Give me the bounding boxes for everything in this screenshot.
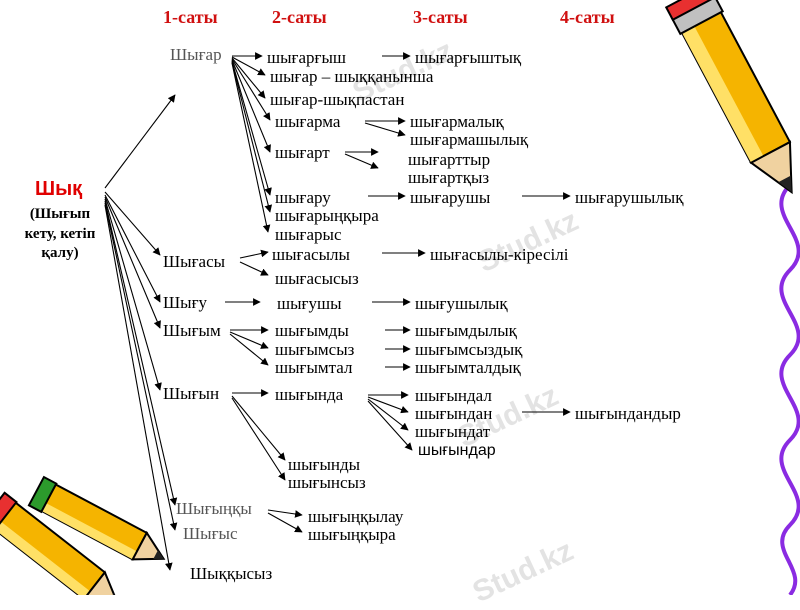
- arrow: [231, 61, 273, 213]
- pencil-icon: [664, 0, 793, 195]
- arrow: [231, 56, 266, 76]
- level2-word: шығасылы: [272, 245, 350, 264]
- header-level-1: 1-саты: [163, 7, 218, 27]
- level3-word: шығарттыр: [408, 150, 491, 169]
- wavy-line-decoration: [779, 183, 800, 595]
- level1-word: Шығым: [163, 321, 221, 340]
- level3-word: шығарғыштық: [415, 48, 522, 67]
- level1-word: Шығу: [163, 293, 208, 312]
- arrow: [231, 57, 266, 99]
- root-word: Шық: [35, 178, 83, 200]
- arrow: [104, 196, 161, 329]
- level3-word: шығармалық: [410, 112, 504, 131]
- level3-word: шығасылы-кіресілі: [430, 245, 569, 264]
- level3-word: шығымсыздық: [415, 340, 523, 359]
- arrow: [104, 94, 176, 189]
- decorations: [0, 0, 800, 595]
- level2-word: шығымсыз: [275, 340, 355, 359]
- pencil-icon: [27, 475, 166, 561]
- level2-word: шығымтал: [275, 358, 353, 377]
- level2-word: шығасысыз: [275, 269, 359, 288]
- arrow: [239, 261, 269, 276]
- root-gloss-line: (Шығып: [29, 206, 91, 222]
- arrow: [104, 202, 178, 531]
- level2-word: шығушы: [277, 294, 342, 313]
- arrow: [104, 200, 178, 506]
- level3-word: шығарушы: [410, 188, 491, 207]
- header-level-2: 2-саты: [272, 7, 327, 27]
- level2-word: шығарт: [275, 143, 330, 162]
- level1-word: Шығар: [170, 45, 222, 64]
- level3-word: шығармашылық: [410, 130, 529, 149]
- level1-word: Шыққысыз: [190, 564, 273, 583]
- arrow: [104, 198, 162, 391]
- level3-word: шығындат: [415, 422, 491, 441]
- level4-word: шығарушылық: [575, 188, 684, 207]
- level3-word: шығартқыз: [408, 168, 490, 187]
- level1-word: Шығыңқы: [176, 499, 252, 518]
- arrow: [229, 333, 269, 366]
- level3-word: шығымдылық: [415, 321, 517, 340]
- level3-word: шығымталдық: [415, 358, 521, 377]
- arrow: [367, 398, 409, 431]
- level2-word: шығарыңқыра: [275, 206, 379, 225]
- arrow: [104, 194, 161, 303]
- level2-word: шығарма: [275, 112, 341, 131]
- header-level-4: 4-саты: [560, 7, 615, 27]
- level2-word: шығарғыш: [267, 48, 347, 67]
- root-gloss-line: қалу): [41, 245, 79, 261]
- level2-word: шығару: [275, 188, 331, 207]
- arrow: [229, 331, 269, 349]
- level3-word: шығындар: [418, 442, 496, 459]
- level2-word: шығында: [275, 385, 344, 404]
- root-gloss: (Шығып кету, кетіп қалу): [15, 205, 105, 264]
- arrows-layer: [104, 52, 571, 571]
- arrow: [231, 59, 271, 153]
- arrow: [367, 396, 409, 414]
- arrow: [367, 400, 413, 451]
- level2-word: шығарыс: [275, 225, 342, 244]
- arrow: [344, 153, 379, 169]
- level2-word: шығымды: [275, 321, 349, 340]
- arrow: [104, 204, 173, 571]
- level1-word: Шығын: [163, 384, 220, 403]
- arrow: [231, 397, 286, 481]
- level3-word: шығындал: [415, 386, 492, 405]
- arrow: [364, 122, 406, 137]
- header-level-3: 3-саты: [413, 7, 468, 27]
- arrow: [231, 62, 271, 233]
- level3-word: шығушылық: [415, 294, 508, 313]
- level4-word: шығындандыр: [575, 404, 681, 423]
- arrow: [267, 512, 303, 533]
- arrow: [231, 60, 272, 196]
- root-gloss-line: кету, кетіп: [24, 225, 96, 242]
- level1-word: Шығыс: [183, 524, 238, 543]
- level2-word: шығыңқылау: [308, 507, 404, 526]
- arrow: [267, 509, 303, 518]
- arrow: [104, 191, 161, 256]
- arrow: [231, 395, 286, 461]
- level3-word: шығындан: [415, 404, 493, 423]
- level2-word: шығар-шықпастан: [270, 90, 405, 109]
- level2-word: шығынсыз: [288, 473, 366, 492]
- level1-word: Шығасы: [163, 252, 226, 271]
- pencil-icon: [0, 491, 120, 595]
- level2-word: шығыңқыра: [308, 525, 396, 544]
- arrow: [231, 58, 271, 121]
- level2-word: шығар – шыққанынша: [270, 67, 434, 86]
- arrow: [239, 249, 269, 259]
- level2-word: шығынды: [288, 455, 361, 474]
